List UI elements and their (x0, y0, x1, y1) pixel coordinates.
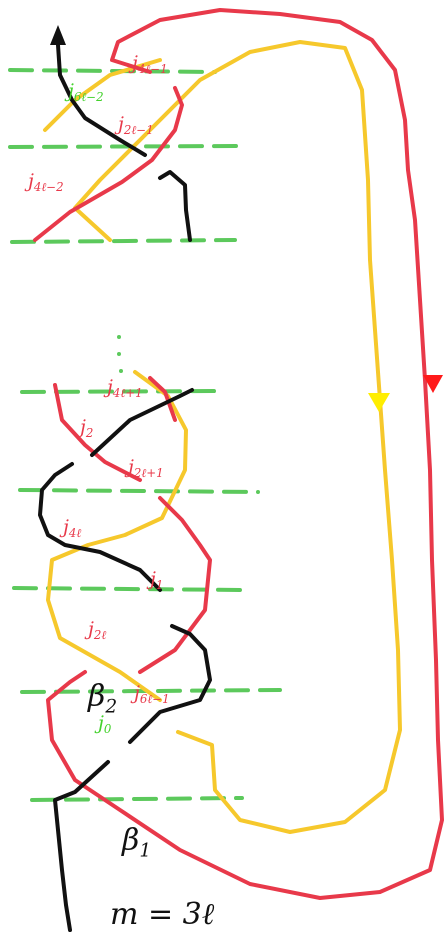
down-arrow-icon (423, 375, 443, 393)
label-j-4l-minus-2: j4ℓ−2 (28, 170, 64, 195)
label-j-4l: j4ℓ (63, 516, 82, 541)
level-line-2 (8, 144, 242, 149)
level-line-7 (20, 688, 282, 694)
red-strand (33, 8, 444, 900)
label-j-4l-minus-1: j4ℓ−1 (132, 52, 168, 77)
label-j-2l: j2ℓ (88, 618, 107, 643)
label-j-4l-plus-1: j4ℓ+1 (107, 376, 143, 401)
level-line-8 (30, 796, 244, 802)
level-line-1 (8, 68, 217, 74)
level-line-3 (10, 238, 237, 244)
label-j-6l-minus-2: j6ℓ−2 (68, 80, 104, 105)
up-arrow-icon (50, 25, 66, 45)
label-j-2l-minus-1: j2ℓ−1 (118, 113, 154, 138)
label-j-6l-minus-1: j6ℓ−1 (134, 682, 170, 707)
continuation-dots (117, 335, 123, 373)
label-j-2: j2 (80, 416, 94, 441)
level-line-5 (18, 488, 260, 494)
label-j-2l-plus-1: j2ℓ+1 (128, 456, 164, 481)
label-j-0: j0 (98, 712, 112, 737)
label-beta-1: β1 (122, 823, 152, 862)
black-strand (38, 43, 212, 932)
label-m-equals-3l: m = 3ℓ (110, 897, 215, 932)
label-beta-2: β2 (88, 679, 118, 718)
down-arrow-icon (368, 393, 390, 412)
label-j-1: j1 (150, 568, 164, 593)
